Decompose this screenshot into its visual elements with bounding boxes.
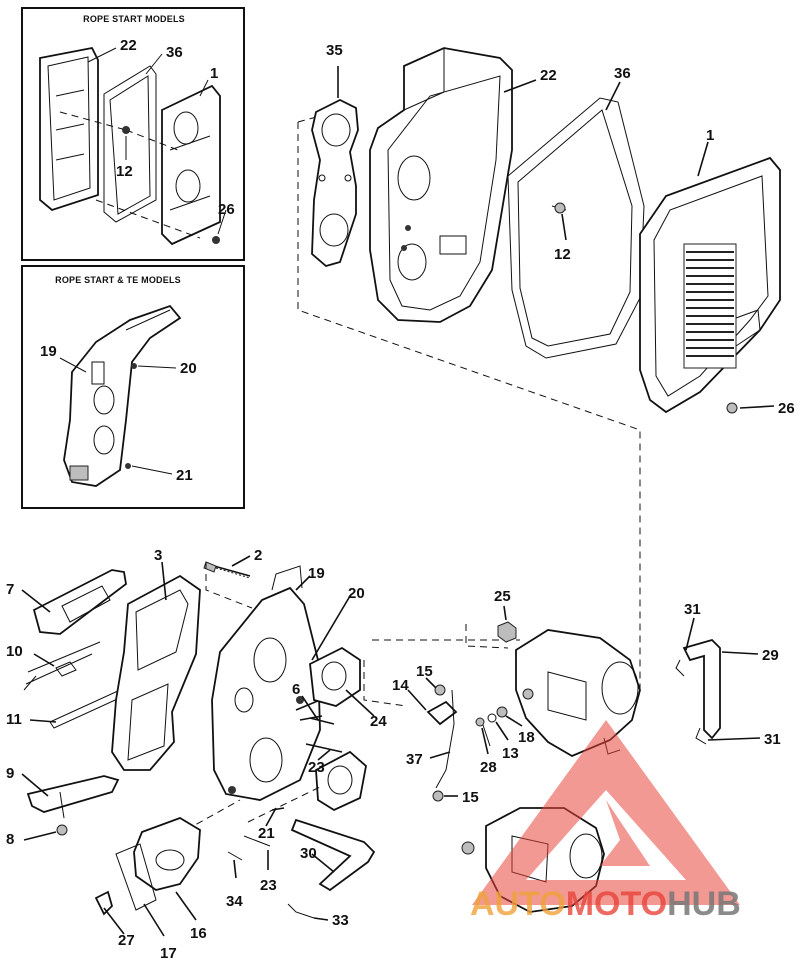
callout-36: 36 — [614, 65, 631, 82]
callout-1: 1 — [706, 127, 714, 144]
inset-label-19: 19 — [40, 343, 57, 360]
inset-rope-start-models: ROPE START MODELS 22 36 1 12 26 — [21, 7, 245, 261]
callout-30: 30 — [300, 845, 317, 862]
watermark-text-auto: AUTOMOTOHUB — [470, 885, 741, 923]
callout-26: 26 — [778, 400, 795, 417]
callout-33: 33 — [332, 912, 349, 929]
callout-31-upper: 31 — [684, 601, 701, 618]
callout-8: 8 — [6, 831, 14, 848]
callout-15-lower: 15 — [462, 789, 479, 806]
callout-14: 14 — [392, 677, 409, 694]
inset-title-rope-start: ROPE START MODELS — [83, 14, 185, 24]
callout-13: 13 — [502, 745, 519, 762]
callout-18: 18 — [518, 729, 535, 746]
callout-34: 34 — [226, 893, 243, 910]
inset-label-26: 26 — [218, 201, 235, 218]
callout-3: 3 — [154, 547, 162, 564]
callout-9: 9 — [6, 765, 14, 782]
callout-16: 16 — [190, 925, 207, 942]
callout-6: 6 — [292, 681, 300, 698]
callout-37: 37 — [406, 751, 423, 768]
inset-rope-start-te-models: ROPE START & TE MODELS 19 20 21 — [21, 265, 245, 509]
inset-label-12: 12 — [116, 163, 133, 180]
callout-23-upper: 23 — [308, 759, 325, 776]
callout-22: 22 — [540, 67, 557, 84]
lower-carburetor-assembly — [21, 555, 761, 937]
callout-19: 19 — [308, 565, 325, 582]
inset-label-36: 36 — [166, 44, 183, 61]
callout-21: 21 — [258, 825, 275, 842]
callout-28: 28 — [480, 759, 497, 776]
callout-labels: 35 22 36 1 12 26 2 3 19 7 20 10 6 11 24 … — [6, 42, 795, 962]
callout-7: 7 — [6, 581, 14, 598]
callout-31-lower: 31 — [764, 731, 781, 748]
watermark-triangle-icon — [472, 720, 740, 905]
callout-15-upper: 15 — [416, 663, 433, 680]
inset-label-22: 22 — [120, 37, 137, 54]
inset-label-1: 1 — [210, 65, 218, 82]
callout-17: 17 — [160, 945, 177, 962]
upper-silencer-assembly — [297, 47, 781, 690]
callout-29: 29 — [762, 647, 779, 664]
inset-label-20: 20 — [180, 360, 197, 377]
inset-label-21: 21 — [176, 467, 193, 484]
callout-10: 10 — [6, 643, 23, 660]
callout-27: 27 — [118, 932, 135, 949]
inset-title-rope-start-te: ROPE START & TE MODELS — [55, 275, 181, 285]
callout-35: 35 — [326, 42, 343, 59]
callout-20: 20 — [348, 585, 365, 602]
automotohub-watermark: AUTOMOTOHUB — [470, 720, 741, 923]
callout-23-lower: 23 — [260, 877, 277, 894]
callout-2: 2 — [254, 547, 262, 564]
callout-25: 25 — [494, 588, 511, 605]
callout-24: 24 — [370, 713, 387, 730]
callout-11: 11 — [6, 711, 22, 728]
callout-12: 12 — [554, 246, 571, 263]
